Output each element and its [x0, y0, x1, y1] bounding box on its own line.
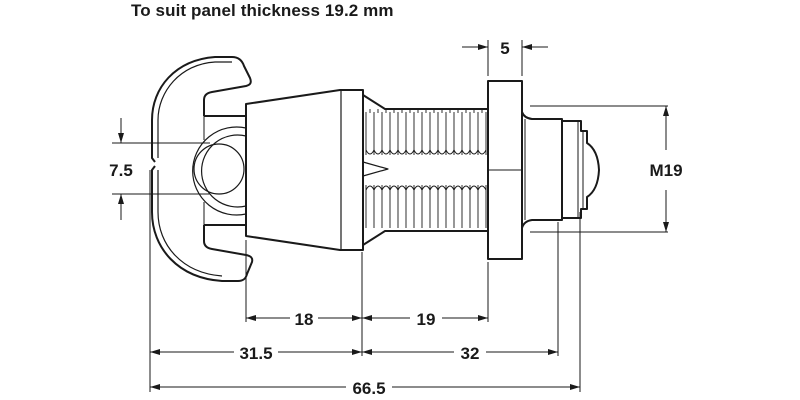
dim-thread-length: 19 — [417, 310, 436, 329]
dim-bolt-length: 32 — [461, 344, 480, 363]
dim-hole-diameter: 7.5 — [109, 161, 133, 180]
flange — [487, 80, 523, 260]
dim-handle-length: 31.5 — [239, 344, 272, 363]
dim-flange-width: 5 — [500, 39, 509, 58]
eyelet-rings — [192, 126, 247, 216]
dim-cone-length: 18 — [295, 310, 314, 329]
dimension-lines — [112, 40, 669, 392]
dim-thread-diameter: M19 — [649, 161, 682, 180]
drawing-title: To suit panel thickness 19.2 mm — [131, 1, 394, 20]
wing-handle — [151, 56, 254, 282]
dim-overall-length: 66.5 — [352, 379, 385, 398]
threaded-shank — [362, 94, 488, 246]
cone-body — [245, 89, 364, 251]
bolt-cap — [521, 111, 600, 229]
